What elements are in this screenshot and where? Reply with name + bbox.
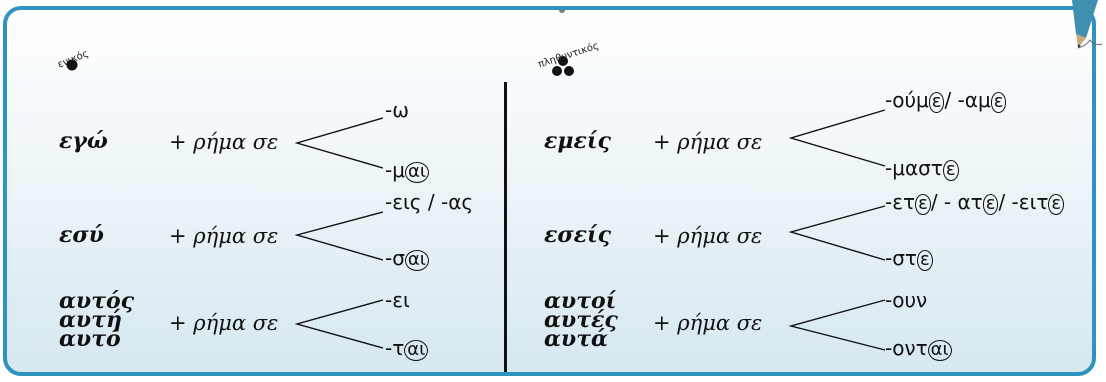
branch-lines: [294, 299, 384, 349]
pronoun-afto: αυτό: [59, 326, 121, 352]
connector-text: + ρήμα σε: [169, 311, 279, 335]
circled-letters: αι: [927, 340, 952, 361]
branch-lines: [294, 211, 384, 261]
branch-lines: [788, 205, 886, 261]
pronoun-aftos: αυτός: [59, 288, 135, 314]
branch-lines: [294, 117, 384, 169]
pencil-icon: [1072, 0, 1103, 49]
branch-lines: [788, 109, 886, 167]
connector-text: + ρήμα σε: [653, 130, 763, 154]
column-divider: [504, 82, 507, 372]
circled-letters: αι: [404, 250, 429, 271]
plural-dots-icon: [552, 56, 574, 76]
top-tab: [527, 10, 597, 16]
pronoun-afta: αυτά: [544, 326, 608, 352]
circled-letters: αι: [404, 162, 429, 183]
connector-text: + ρήμα σε: [169, 130, 279, 154]
pronoun-emeis: εμείς: [544, 128, 611, 154]
ending: -ουν: [885, 288, 928, 312]
circled-letters: ε: [982, 194, 999, 215]
connector-text: + ρήμα σε: [169, 224, 279, 248]
ending: -ω: [385, 98, 409, 122]
pronoun-aftos-group: αυτός αυτή αυτό: [59, 288, 135, 352]
pronoun-afti: αυτή: [59, 307, 122, 333]
pronoun-ego: εγώ: [59, 128, 108, 154]
circled-letters: ε: [1048, 194, 1065, 215]
circled-letters: ε: [942, 160, 959, 181]
tab-marker: [559, 10, 565, 13]
circled-letters: ε: [916, 250, 933, 271]
connector-text: + ρήμα σε: [653, 224, 763, 248]
pronoun-eseis: εσείς: [544, 222, 612, 248]
pronoun-aftoi: αυτοί: [544, 288, 617, 314]
pronoun-aftoi-group: αυτοί αυτές αυτά: [544, 288, 618, 352]
plural-badge: πληθυντικός: [537, 41, 627, 80]
circled-letters: ε: [928, 92, 945, 113]
pronoun-aftes: αυτές: [544, 307, 618, 333]
singular-dot-icon: [66, 59, 78, 71]
singular-badge: ενικός: [53, 48, 113, 78]
circled-letters: ε: [990, 92, 1007, 113]
ending: -ει: [385, 288, 410, 312]
connector-text: + ρήμα σε: [653, 311, 763, 335]
circled-letters: αι: [404, 340, 429, 361]
ending: -εις / -ας: [385, 190, 474, 214]
branch-lines: [788, 299, 886, 351]
circled-letters: ε: [915, 194, 931, 215]
pronoun-esy: εσύ: [59, 222, 104, 248]
